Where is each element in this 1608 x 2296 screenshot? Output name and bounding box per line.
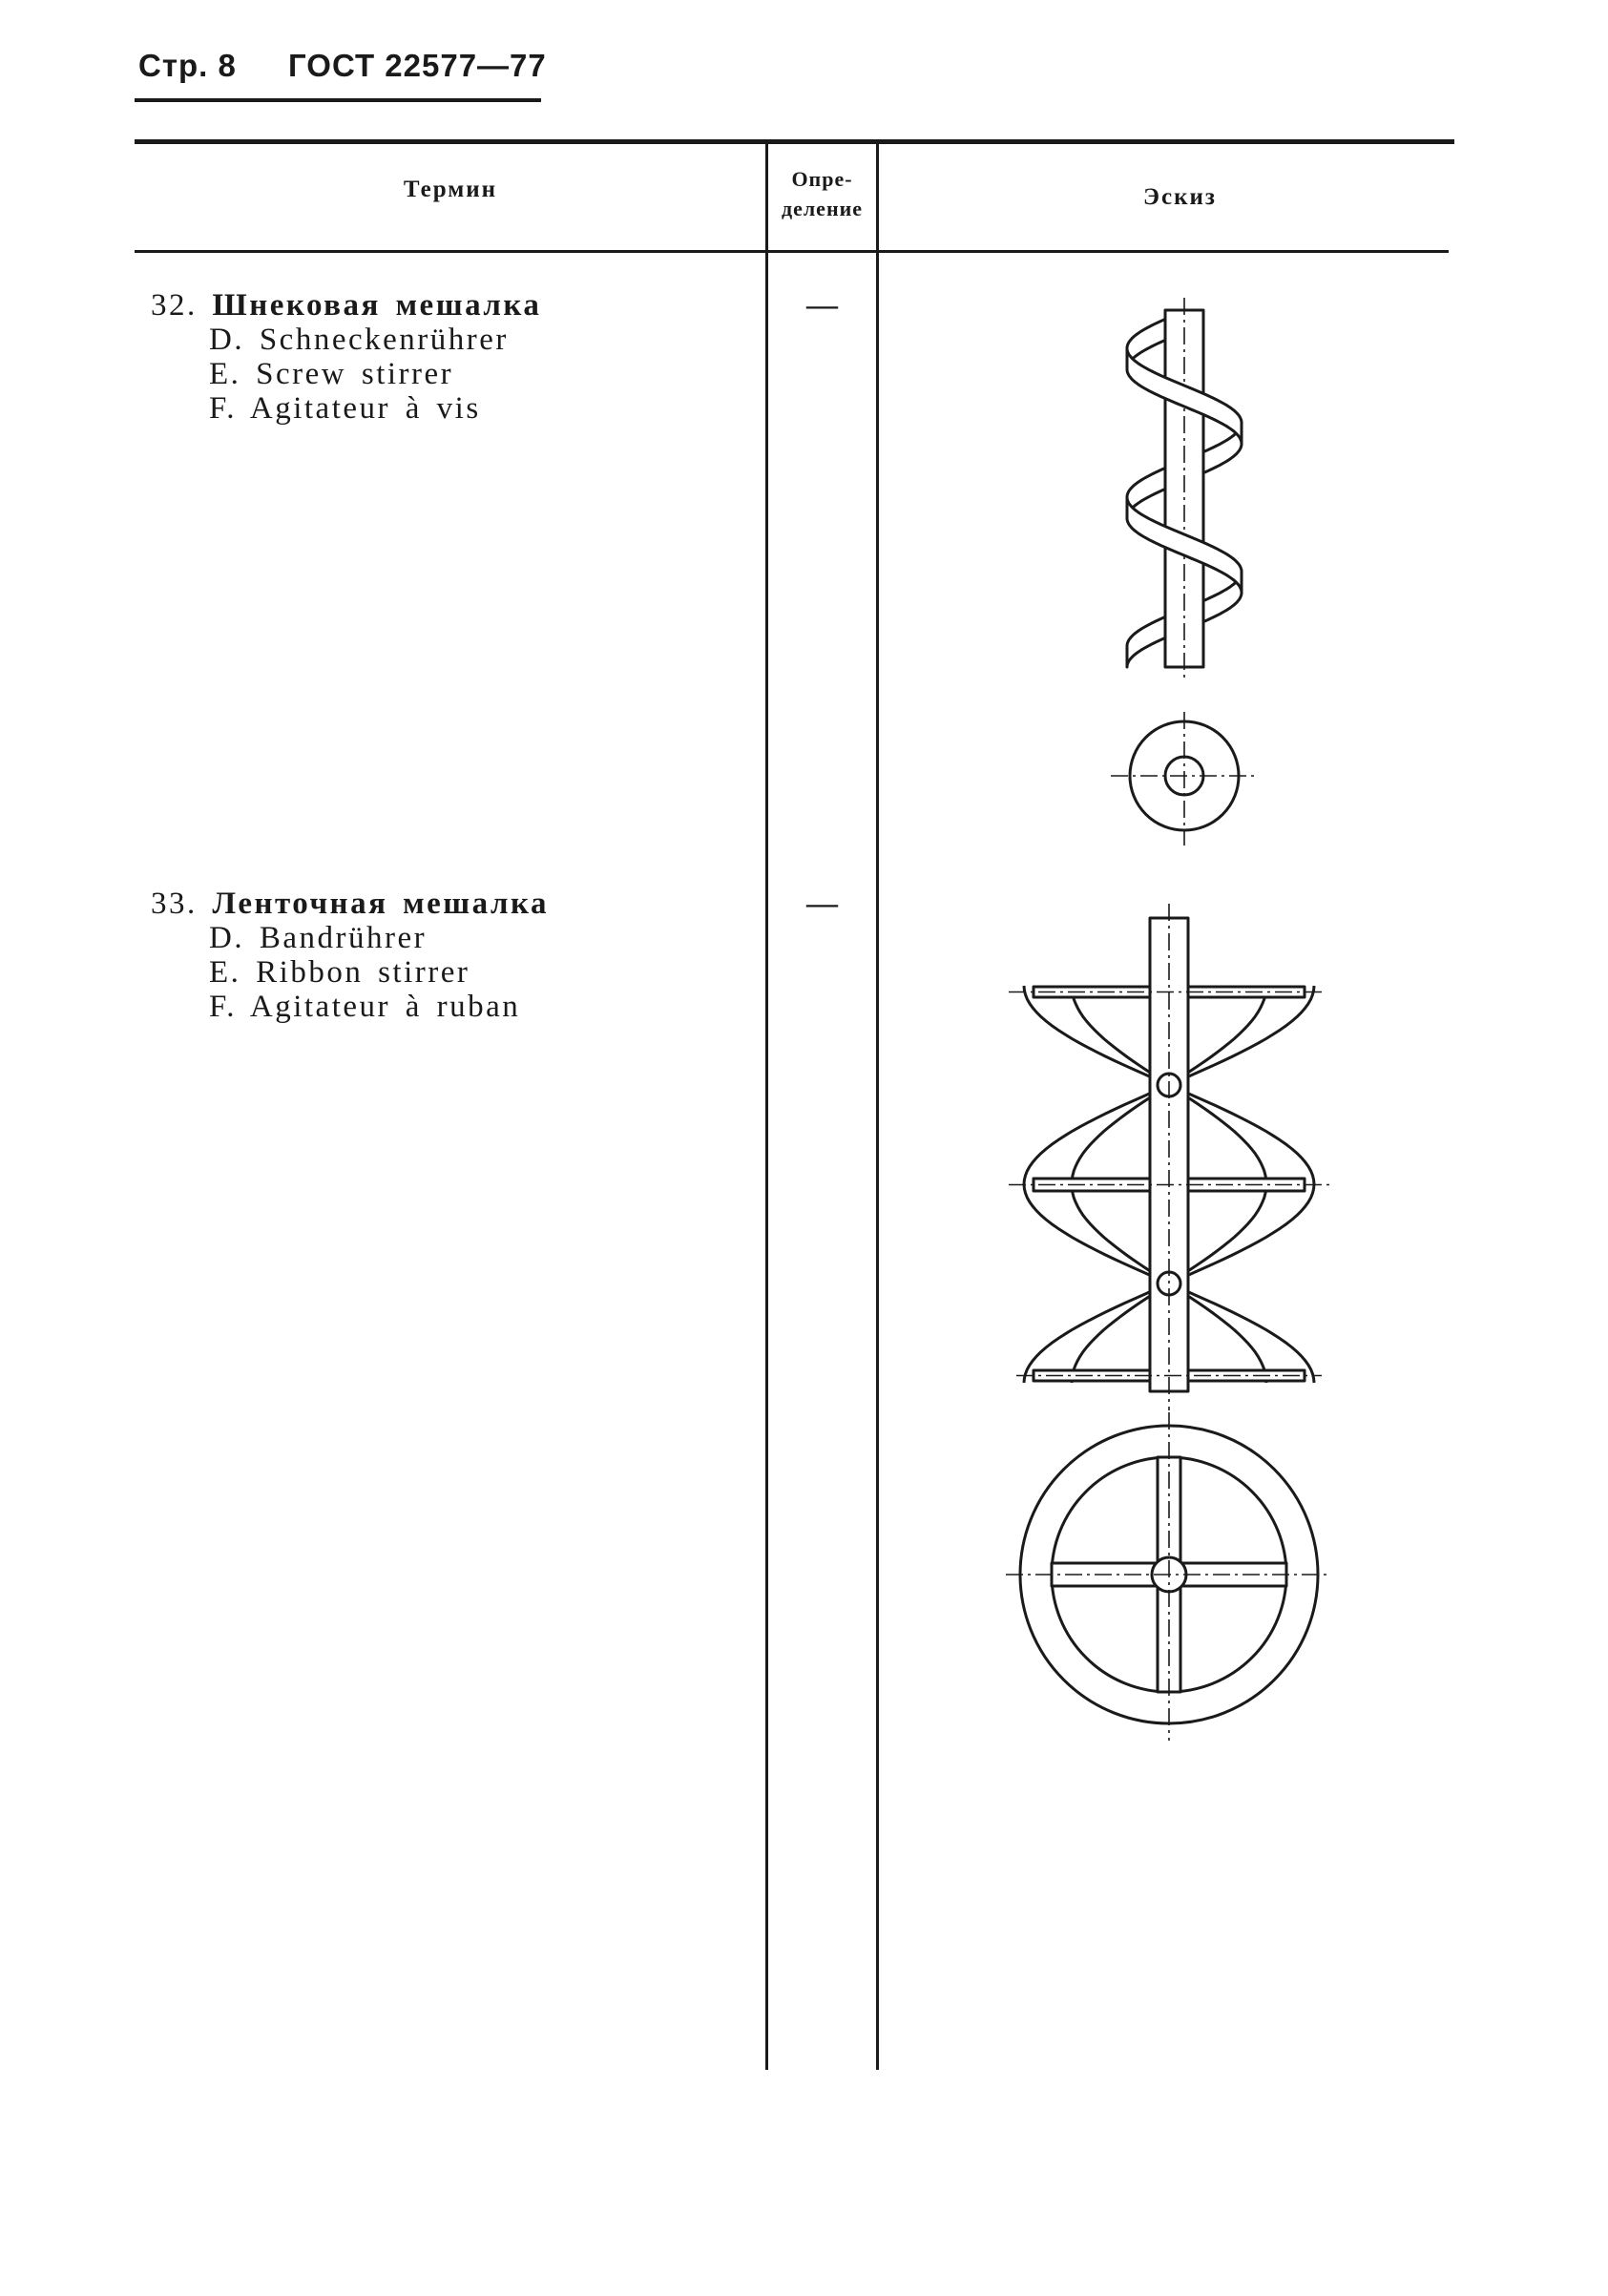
standard-designation: ГОСТ 22577—77	[288, 48, 547, 83]
column-heading-sketch: Эскиз	[1143, 184, 1217, 210]
term-entry: 33. Ленточная мешалка D. Bandrührer E. R…	[151, 887, 549, 1024]
screw-stirrer-sketch	[1111, 298, 1258, 845]
term-entry-title: 32. Шнековая мешалка	[151, 288, 541, 323]
column-divider-definition-sketch	[876, 141, 879, 2070]
definition-cell: —	[806, 887, 838, 921]
screw-blade-front-segment	[1125, 495, 1243, 595]
column-heading-definition-line-1: Опре-	[791, 167, 853, 191]
header-underline	[135, 98, 541, 102]
table-top-rule	[135, 139, 1454, 144]
term-entry-title: 33. Ленточная мешалка	[151, 887, 549, 921]
ribbon-stirrer-top-view	[1006, 1412, 1330, 1741]
term-russian: Шнековая мешалка	[212, 288, 542, 323]
column-divider-term-definition	[765, 141, 768, 2070]
column-heading-term: Термин	[403, 177, 498, 202]
column-heading-definition-line-2: деление	[781, 197, 864, 220]
column-heading-definition: Опре- деление	[768, 164, 876, 223]
term-number: 33.	[151, 887, 198, 921]
term-entry: 32. Шнековая мешалка D. Schneckenrührer …	[151, 288, 541, 426]
term-russian: Ленточная мешалка	[212, 887, 549, 921]
screw-blade-front-segment	[1125, 346, 1243, 446]
ribbon-stirrer-side-view	[1009, 904, 1329, 1410]
screw-stirrer-top-view	[1111, 712, 1258, 845]
table-header-rule	[135, 250, 1449, 253]
page-number: Стр. 8	[138, 48, 237, 83]
ribbon-stirrer-sketch	[1006, 904, 1330, 1741]
term-translation-en: E. Screw stirrer	[209, 357, 454, 391]
screw-stirrer-side-view	[1125, 298, 1243, 679]
definition-cell: —	[806, 288, 838, 323]
term-translation-de: D. Schneckenrührer	[209, 323, 509, 357]
term-translation-de: D. Bandrührer	[209, 921, 428, 955]
term-number: 32.	[151, 288, 198, 323]
term-translation-fr: F. Agitateur à ruban	[209, 990, 521, 1024]
term-translation-fr: F. Agitateur à vis	[209, 391, 481, 426]
term-translation-en: E. Ribbon stirrer	[209, 955, 470, 990]
